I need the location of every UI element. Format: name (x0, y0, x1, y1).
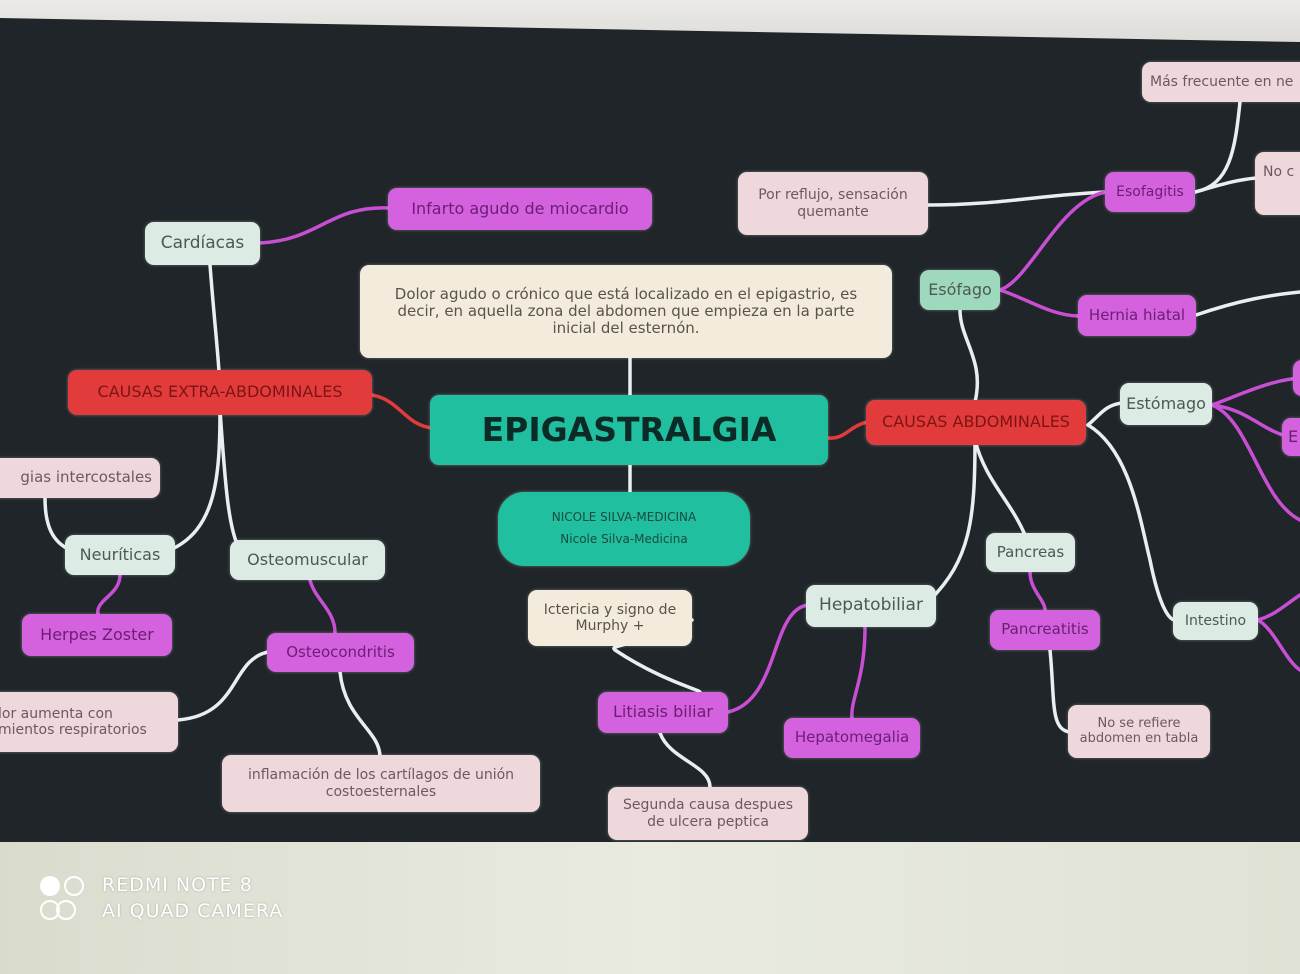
no-refiere-node[interactable]: No se refiere abdomen en tabla (1068, 705, 1210, 758)
mas-frecuente-node[interactable]: Más frecuente en ne (1142, 62, 1300, 102)
abdominal-causes[interactable]: CAUSAS ABDOMINALES (866, 400, 1086, 445)
dolor-respiratorio-node[interactable]: lor aumenta con mientos respiratorios (0, 692, 178, 752)
extra-abdominal-causes[interactable]: CAUSAS EXTRA-ABDOMINALES (68, 370, 372, 415)
hepatobiliar-node[interactable]: Hepatobiliar (806, 585, 936, 627)
no-c-node[interactable]: No c (1255, 152, 1300, 215)
pancreatitis-node[interactable]: Pancreatitis (990, 610, 1100, 650)
reflujo-node[interactable]: Por reflujo, sensación quemante (738, 172, 928, 235)
esofago-node[interactable]: Esófago (920, 270, 1000, 310)
definition-note[interactable]: Dolor agudo o crónico que está localizad… (360, 265, 892, 358)
author-line-1: NICOLE SILVA-MEDICINA (551, 510, 697, 525)
osteocondritis-node[interactable]: Osteocondritis (267, 633, 414, 672)
author-line-2: Nicole Silva-Medicina (560, 532, 688, 546)
pancreas-node[interactable]: Pancreas (986, 533, 1075, 572)
neuralgias-node[interactable]: gias intercostales (0, 458, 160, 498)
estomago-child-node[interactable]: E (1282, 418, 1300, 456)
inflamacion-node[interactable]: inflamación de los cartílagos de unión c… (222, 755, 540, 812)
central-topic[interactable]: EPIGASTRALGIA (430, 395, 828, 465)
intestino-node[interactable]: Intestino (1173, 602, 1258, 640)
estomago-child-node[interactable] (1293, 360, 1300, 396)
hepatomegalia-node[interactable]: Hepatomegalia (784, 718, 920, 758)
esofagitis-node[interactable]: Esofagitis (1105, 172, 1195, 212)
author-cloud[interactable]: NICOLE SILVA-MEDICINA Nicole Silva-Medic… (498, 492, 750, 566)
cardiacas-node[interactable]: Cardíacas (145, 222, 260, 265)
neuriticas-node[interactable]: Neuríticas (65, 535, 175, 575)
ictericia-node[interactable]: Ictericia y signo de Murphy + (528, 590, 692, 646)
litiasis-biliar-node[interactable]: Litiasis biliar (598, 692, 728, 733)
camera-watermark: REDMI NOTE 8 AI QUAD CAMERA (40, 874, 283, 922)
hernia-hiatal-node[interactable]: Hernia hiatal (1078, 295, 1196, 336)
infarto-node[interactable]: Infarto agudo de miocardio (388, 188, 652, 230)
osteomuscular-node[interactable]: Osteomuscular (230, 540, 385, 580)
desk-surface (0, 842, 1300, 974)
watermark-line-2: AI QUAD CAMERA (102, 900, 284, 922)
herpes-zoster-node[interactable]: Herpes Zoster (22, 614, 172, 656)
segunda-causa-node[interactable]: Segunda causa despues de ulcera peptica (608, 787, 808, 840)
watermark-line-1: REDMI NOTE 8 (102, 874, 253, 896)
estomago-node[interactable]: Estómago (1120, 383, 1212, 425)
camera-logo-icon (40, 874, 88, 922)
